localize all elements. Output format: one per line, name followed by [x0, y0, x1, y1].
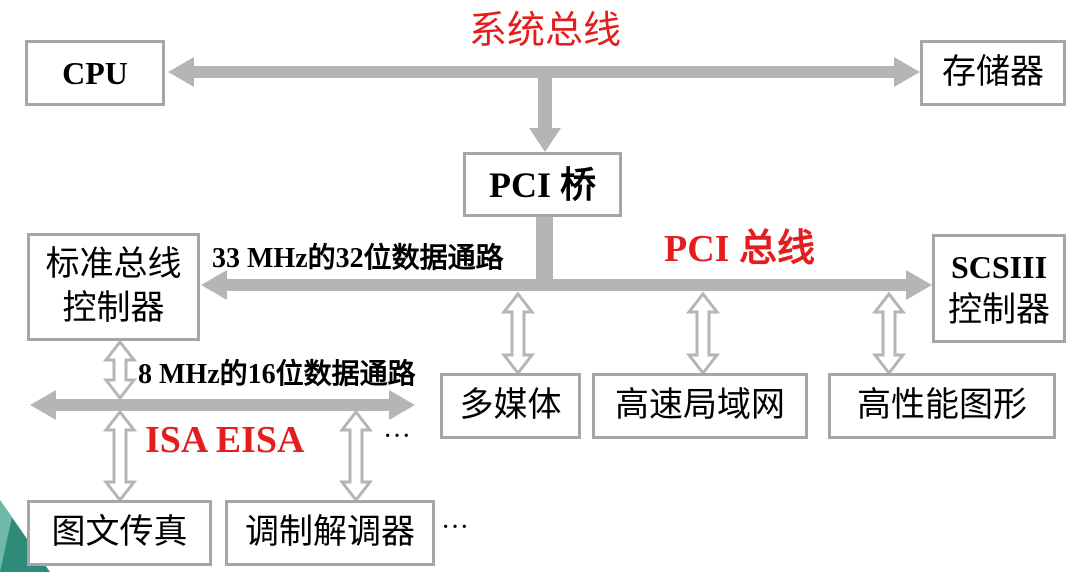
- cpu-box: CPU: [25, 40, 165, 106]
- scsi-controller-line-1: SCSIII: [950, 248, 1048, 285]
- standard-bus-controller-line-1: 标准总线: [45, 246, 182, 283]
- isa-to-modem-arrow: [338, 409, 374, 503]
- isa-to-fax-arrow: [102, 409, 138, 503]
- isa-bus-more-ellipsis: ···: [383, 421, 411, 452]
- modem-box: 调制解调器: [225, 500, 435, 566]
- pci-to-multimedia-arrow: [500, 291, 536, 376]
- high-speed-lan-box: 高速局域网: [592, 373, 808, 439]
- pci-bridge-to-pci-bus-connector: [536, 216, 553, 289]
- pci-bus-path-label: 33 MHz的32位数据通路: [212, 243, 504, 274]
- controller-to-isa-bus-arrow: [102, 339, 138, 401]
- pci-bus-arrow: [201, 270, 932, 300]
- memory-box: 存储器: [920, 40, 1066, 106]
- standard-bus-controller-box: 标准总线 控制器: [27, 233, 200, 341]
- system-bus-to-pci-bridge-arrow: [529, 72, 561, 152]
- fax-box: 图文传真: [27, 500, 212, 566]
- isa-bus-path-label: 8 MHz的16位数据通路: [138, 359, 416, 390]
- isa-bus-label: ISA EISA: [145, 419, 305, 461]
- isa-devices-more-ellipsis: ···: [441, 512, 469, 543]
- scsi-controller-box: SCSIII 控制器: [932, 234, 1066, 343]
- system-bus-label: 系统总线: [468, 10, 621, 52]
- isa-bus-arrow: [30, 390, 415, 420]
- scsi-controller-line-2: 控制器: [948, 291, 1050, 329]
- multimedia-box: 多媒体: [440, 373, 581, 439]
- pci-bus-label: PCI 总线: [664, 228, 815, 270]
- pci-to-lan-arrow: [685, 291, 721, 376]
- high-performance-graphics-box: 高性能图形: [828, 373, 1056, 439]
- pci-bridge-box: PCI 桥: [463, 152, 622, 217]
- standard-bus-controller-line-2: 控制器: [62, 290, 165, 327]
- pci-to-graphics-arrow: [871, 291, 907, 376]
